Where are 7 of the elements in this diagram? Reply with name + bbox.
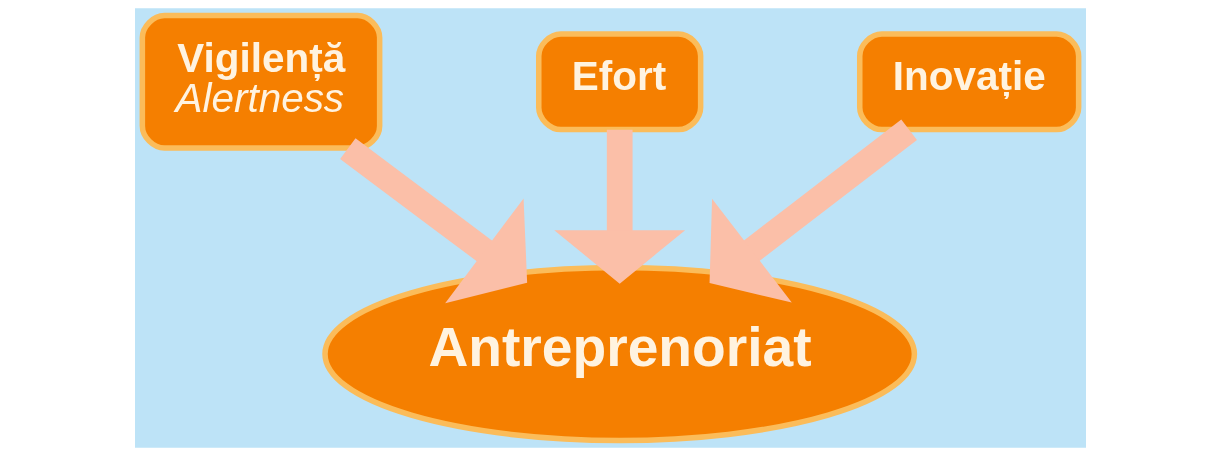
node-box: Vigilență Alertness [139,12,382,151]
node-box: Inovație [856,31,1081,133]
node-ellipse: Antreprenoriat [321,264,917,444]
arrow [339,138,527,304]
arrow [553,129,685,284]
node-box: Efort [535,31,703,133]
arrow [709,119,917,303]
